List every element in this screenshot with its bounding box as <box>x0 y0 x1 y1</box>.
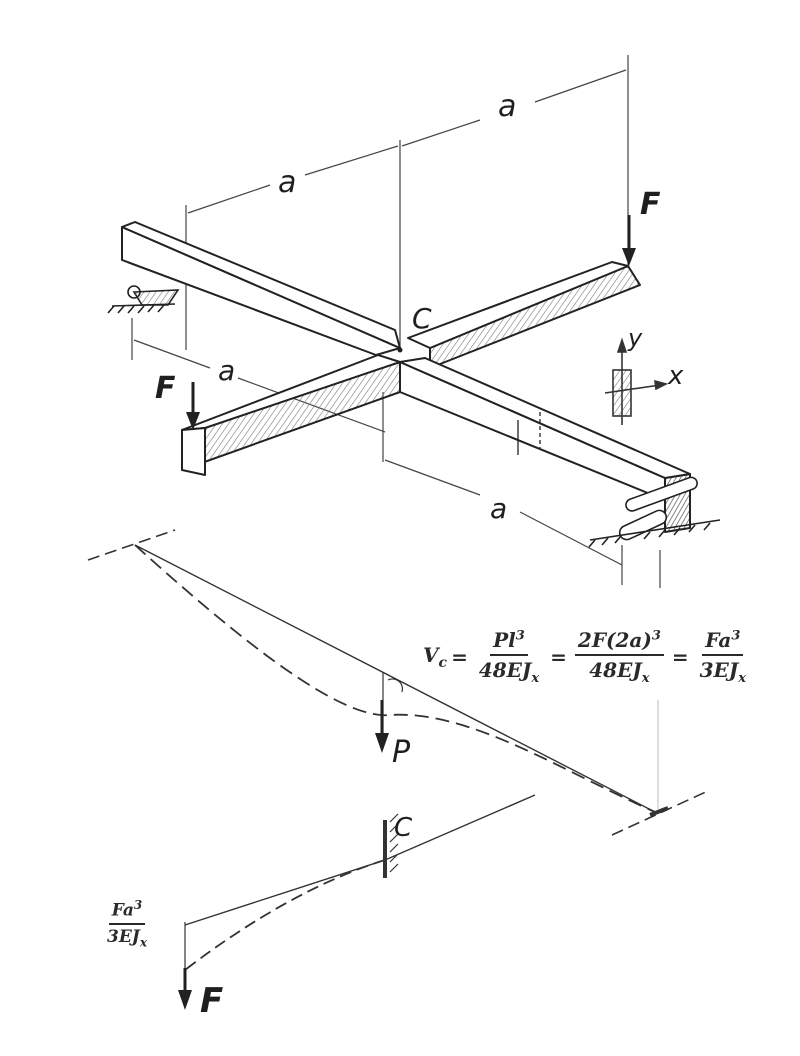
load-arrow-p <box>375 700 389 753</box>
point-label-c-lower: C <box>394 813 413 843</box>
cantilever-deflection-label: Fa3 3EJx <box>100 898 154 949</box>
formula-equals-3: = <box>671 645 689 669</box>
t1-num-sup: 3 <box>515 628 525 644</box>
force-arrow-left <box>186 382 200 430</box>
formula-term-2-num: 2F(2a)3 <box>574 628 664 656</box>
force-label-left: F <box>155 371 176 406</box>
t3-num-base: Fa <box>705 628 732 652</box>
formula-term-2: 2F(2a)3 48EJx <box>574 628 664 686</box>
force-label-top: F <box>640 187 661 222</box>
t2-num-sup: 3 <box>651 628 661 644</box>
formula-lhs-sub: c <box>438 655 448 671</box>
deflection-formula: Vc = Pl3 48EJx = 2F(2a)3 48EJx = Fa3 3EJ… <box>423 628 753 686</box>
formula-lhs: Vc <box>423 643 447 671</box>
point-label-c: C <box>412 302 432 335</box>
beam-cross <box>121 221 691 533</box>
dim-label-a-left: a <box>218 354 235 387</box>
t3-den-base: 3EJ <box>699 658 739 682</box>
formula-term-1: Pl3 48EJx <box>476 628 542 686</box>
formula-term-1-num: Pl3 <box>490 628 528 656</box>
force-arrow-top <box>622 215 636 266</box>
point-c-dot <box>397 347 403 353</box>
t3-den-sub: x <box>738 671 747 686</box>
axis-label-x: x <box>667 361 684 391</box>
formula-lhs-base: V <box>423 643 439 667</box>
t2-num-base: 2F(2a) <box>577 628 652 652</box>
cantilever-num-base: Fa <box>111 900 134 921</box>
force-arrow-bottom <box>178 968 192 1010</box>
cantilever-den: 3EJx <box>104 925 150 949</box>
t1-den-sub: x <box>531 671 540 686</box>
cantilever-num: Fa3 <box>108 898 146 925</box>
load-label-p: P <box>392 735 411 770</box>
dim-label-a-bottom: a <box>490 492 507 525</box>
formula-term-3-num: Fa3 <box>702 628 744 656</box>
force-label-bottom: F <box>200 981 223 1021</box>
cantilever-fraction: Fa3 3EJx <box>104 898 150 949</box>
dim-label-a-top-left: a <box>278 165 296 200</box>
t1-den-base: 48EJ <box>478 658 532 682</box>
formula-equals-2: = <box>550 645 567 669</box>
formula-equals-1: = <box>451 645 468 669</box>
axis-label-y: y <box>627 324 643 352</box>
cross-section-icon <box>604 337 669 425</box>
t2-den-sub: x <box>641 671 650 686</box>
t2-den-base: 48EJ <box>589 658 642 682</box>
formula-term-2-den: 48EJx <box>586 656 652 686</box>
formula-term-1-den: 48EJx <box>476 656 542 686</box>
cantilever-den-sub: x <box>139 935 147 950</box>
t1-num-base: Pl <box>493 628 516 652</box>
cantilever-deflection <box>184 794 536 972</box>
right-support <box>588 476 721 548</box>
dim-label-a-top-right: a <box>498 89 516 124</box>
dimension-lines <box>131 55 661 588</box>
formula-term-3: Fa3 3EJx <box>697 628 749 686</box>
cantilever-num-sup: 3 <box>133 898 143 912</box>
left-support <box>107 285 180 314</box>
formula-term-3-den: 3EJx <box>697 656 749 686</box>
t3-num-sup: 3 <box>731 628 741 644</box>
cantilever-den-base: 3EJ <box>107 926 140 947</box>
